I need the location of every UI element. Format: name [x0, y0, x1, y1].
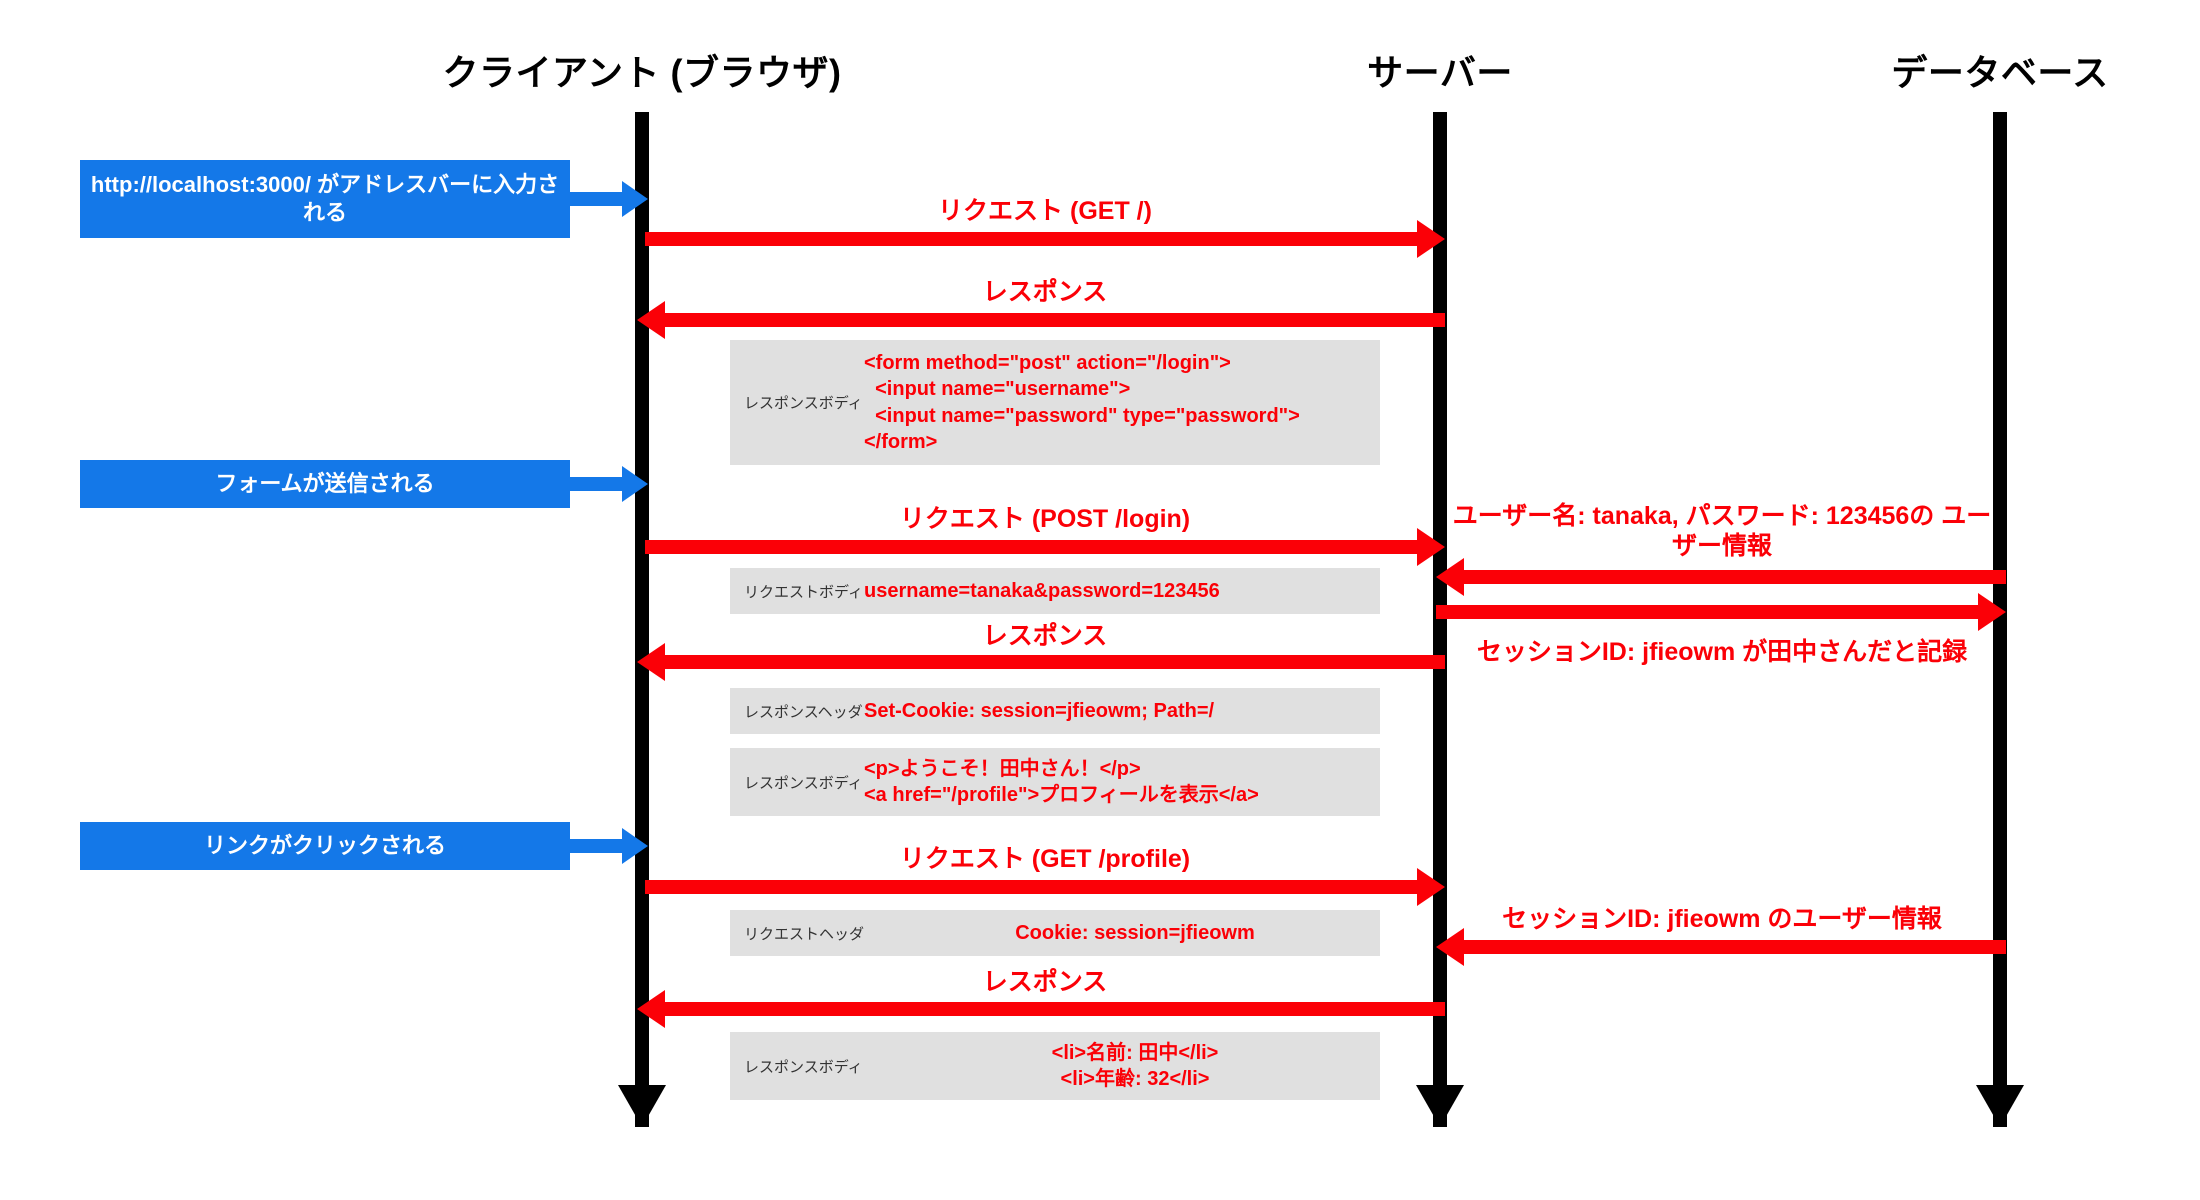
message-arrow-db-query-session	[1436, 928, 2006, 966]
event-arrow-address-entered	[570, 181, 648, 217]
event-box-form-submitted: フォームが送信される	[80, 460, 570, 508]
note-label-res-body-welcome: レスポンスボディ	[744, 774, 863, 792]
message-arrow-res-login	[637, 643, 1445, 681]
participant-title-database: データベース	[1891, 52, 2109, 93]
lifeline-end-arrow-database	[1976, 1085, 2024, 1127]
message-arrow-db-store-session	[1436, 593, 2006, 631]
message-label-req-post-login: リクエスト (POST /login)	[899, 505, 1191, 533]
lifeline-client	[635, 112, 649, 1127]
message-label-db-query-session: セッションID: jfieowm のユーザー情報	[1502, 905, 1942, 933]
note-res-header-cookie: レスポンスヘッダ Set-Cookie: session=jfieowm; Pa…	[730, 688, 1380, 734]
event-box-link-clicked: リンクがクリックされる	[80, 822, 570, 870]
note-body-res-header-cookie: Set-Cookie: session=jfieowm; Path=/	[864, 699, 1215, 722]
note-label-res-body-form: レスポンスボディ	[744, 395, 863, 412]
message-label-db-store-session: セッションID: jfieowm が田中さんだと記録	[1476, 638, 1968, 666]
lifeline-end-arrow-client	[618, 1085, 666, 1127]
note-label-req-body-login: リクエストボディ	[744, 583, 863, 601]
note-body-req-header-cookie: Cookie: session=jfieowm	[1015, 921, 1255, 944]
note-req-header-cookie: リクエストヘッダ Cookie: session=jfieowm	[730, 910, 1380, 956]
note-body-req-body-login: username=tanaka&password=123456	[864, 579, 1220, 602]
message-label-res-login: レスポンス	[982, 622, 1108, 650]
participant-title-client: クライアント (ブラウザ)	[442, 52, 842, 93]
event-box-address-entered: http://localhost:3000/ がアドレスバーに入力される	[80, 160, 570, 238]
lifeline-server	[1433, 112, 1447, 1127]
note-body-res-body-welcome: <p>ようこそ！田中さん！</p> <a href="/profile">プロフ…	[864, 757, 1259, 806]
note-label-req-header-cookie: リクエストヘッダ	[744, 925, 865, 943]
note-label-res-body-profile: レスポンスボディ	[744, 1058, 863, 1076]
note-res-body-profile: レスポンスボディ <li>名前: 田中</li> <li>年齢: 32</li>	[730, 1032, 1380, 1100]
lifeline-end-arrow-server	[1416, 1085, 1464, 1127]
message-label-res-profile: レスポンス	[982, 968, 1108, 996]
note-label-res-header-cookie: レスポンスヘッダ	[744, 703, 863, 721]
note-res-body-form: レスポンスボディ <form method="post" action="/lo…	[730, 340, 1380, 465]
message-arrow-req-post-login	[645, 528, 1445, 566]
event-arrow-link-clicked	[570, 828, 648, 864]
note-req-body-login: リクエストボディ username=tanaka&password=123456	[730, 568, 1380, 614]
message-label-req-get-profile: リクエスト (GET /profile)	[899, 845, 1191, 873]
note-body-res-body-form: <form method="post" action="/login"> <in…	[864, 351, 1300, 453]
message-arrow-db-query-credentials	[1436, 558, 2006, 596]
message-label-res-root: レスポンス	[982, 278, 1108, 306]
note-res-body-welcome: レスポンスボディ <p>ようこそ！田中さん！</p> <a href="/pro…	[730, 748, 1380, 816]
message-arrow-req-get-profile	[645, 868, 1445, 906]
message-arrow-req-get-root	[645, 220, 1445, 258]
note-body-res-body-profile: <li>名前: 田中</li> <li>年齢: 32</li>	[1051, 1041, 1219, 1090]
message-arrow-res-root	[637, 301, 1445, 339]
message-label-req-get-root: リクエスト (GET /)	[938, 197, 1152, 225]
participant-title-server: サーバー	[1367, 52, 1513, 93]
event-arrow-form-submitted	[570, 466, 648, 502]
message-arrow-res-profile	[637, 990, 1445, 1028]
message-label-db-query-credentials: ユーザー名: tanaka, パスワード: 123456の ユーザー情報	[1452, 502, 1992, 560]
